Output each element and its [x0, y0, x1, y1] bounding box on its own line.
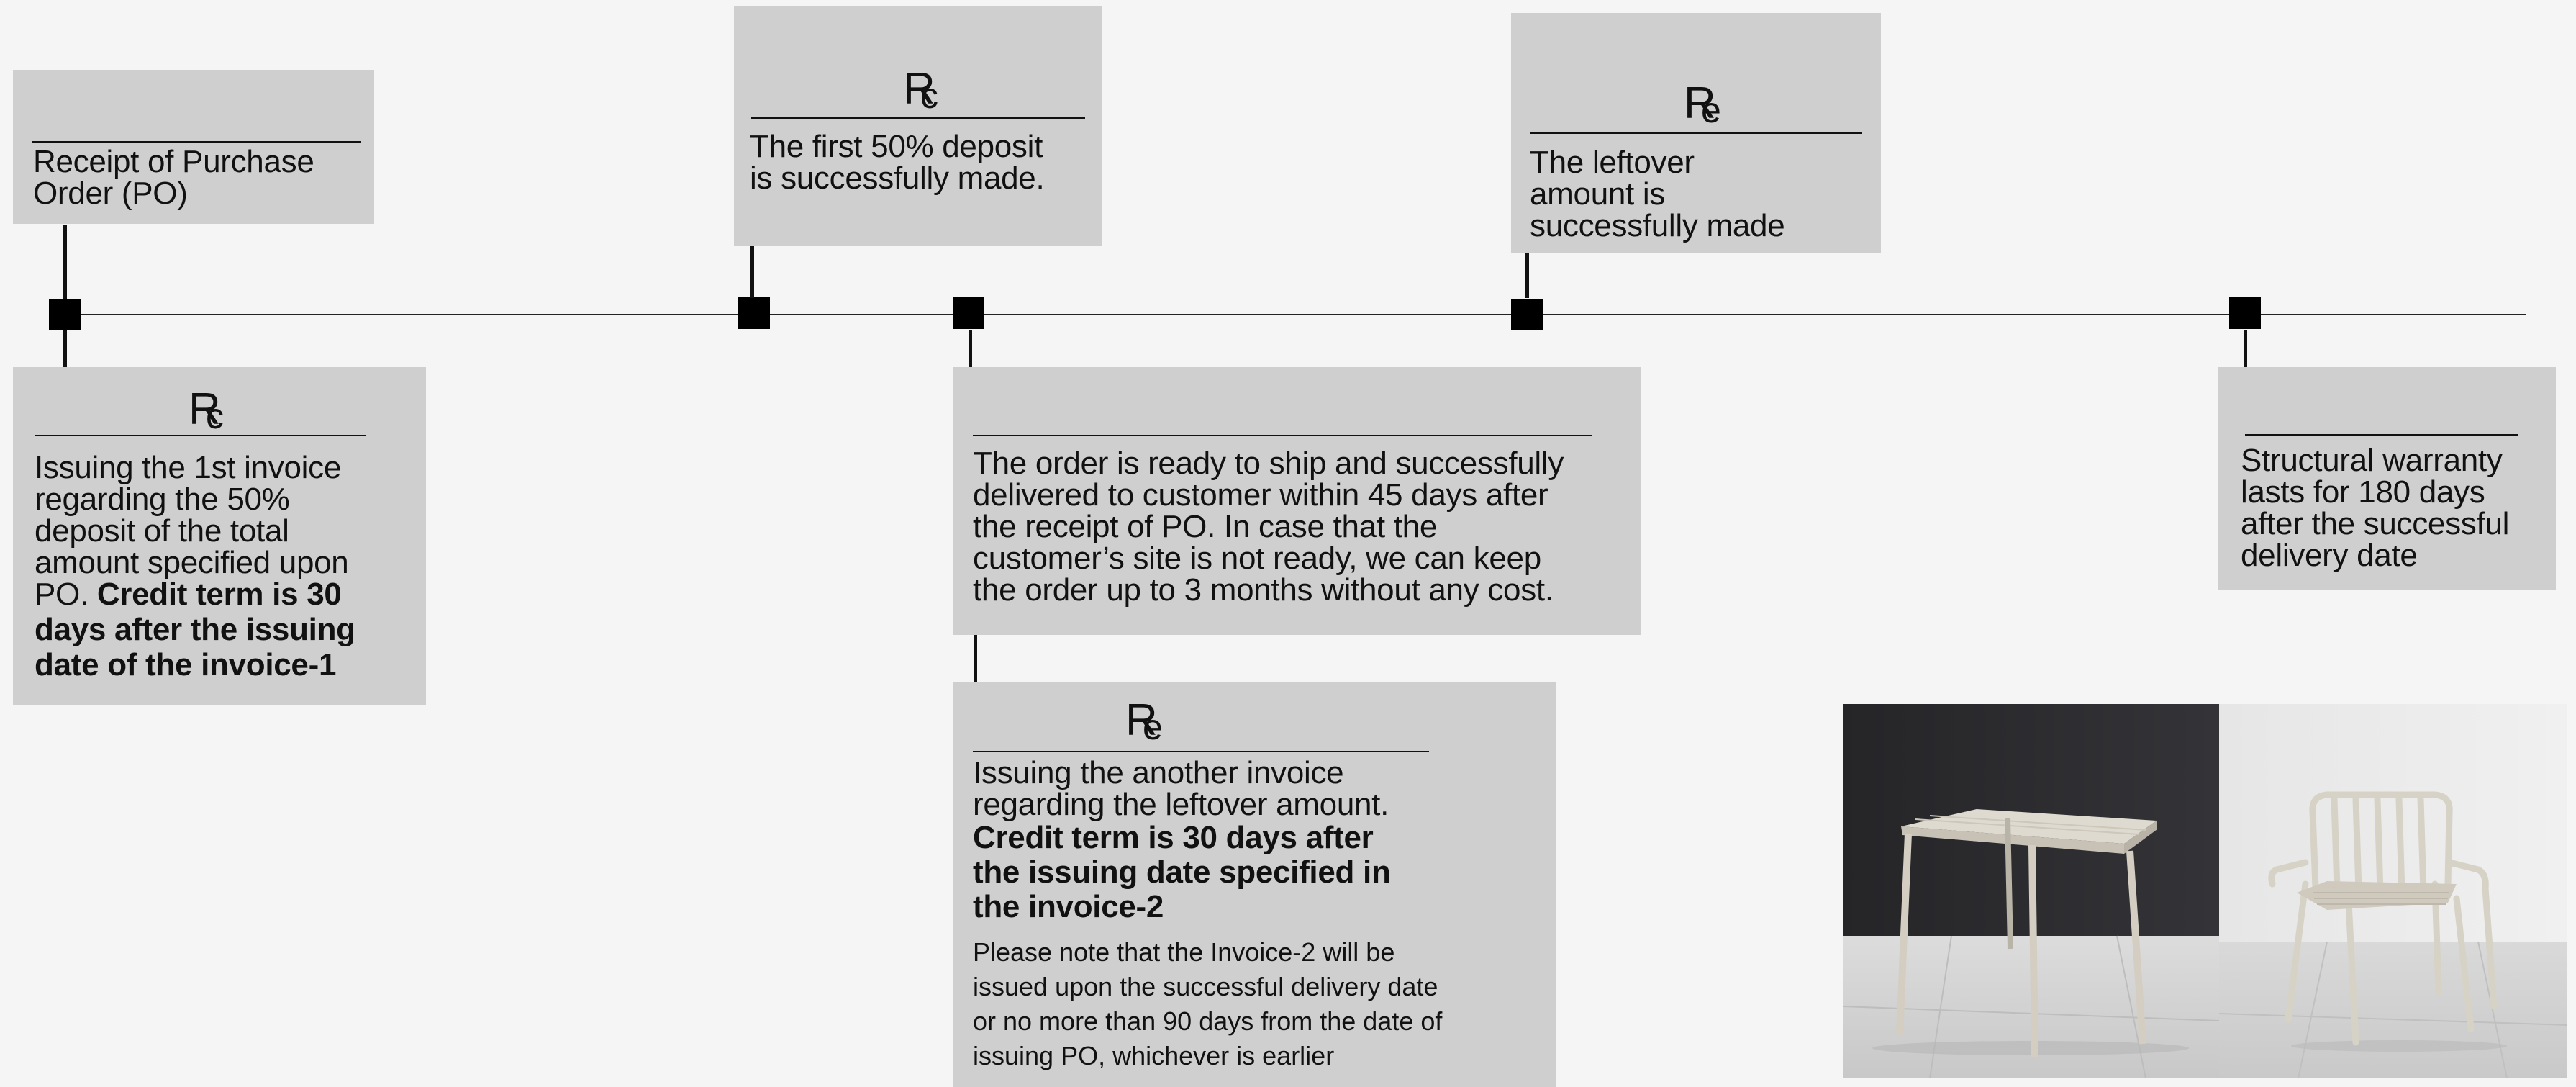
divider [35, 435, 366, 436]
table-photo [1843, 704, 2219, 1078]
timeline-marker-po [49, 299, 81, 330]
delivery-line-4: customer’s site is not ready, we can kee… [973, 541, 1541, 576]
svg-text:R: R [189, 384, 221, 431]
divider [973, 435, 1592, 436]
warranty-line-1: Structural warranty [2241, 443, 2503, 478]
invoice-2-note-line-4: issuing PO, whichever is earlier [973, 1041, 1335, 1070]
connector-delivery [969, 330, 972, 367]
divider [973, 751, 1429, 752]
connector-leftover [1525, 253, 1529, 298]
warranty-line-2: lasts for 180 days [2241, 474, 2485, 510]
timeline-marker-delivery [953, 297, 984, 329]
invoice-2-bold-line-3: the invoice-2 [973, 889, 1164, 924]
invoice-1-line-4: amount specified upon [35, 545, 349, 580]
timeline-marker-deposit [738, 297, 770, 329]
svg-text:R: R [903, 64, 935, 111]
invoice-1-line-1: Issuing the 1st invoice [35, 450, 342, 485]
po-receipt-line-2: Order (PO) [33, 176, 188, 211]
company-logo-icon: R e [1684, 78, 1730, 130]
invoice-2-line-2: regarding the leftover amount. [973, 787, 1389, 822]
connector-invoice2 [974, 635, 977, 682]
divider [32, 141, 361, 143]
invoice-2-line-1: Issuing the another invoice [973, 755, 1344, 790]
svg-text:R: R [1125, 695, 1158, 742]
timeline-axis [50, 314, 2526, 315]
svg-text:e: e [1701, 90, 1721, 125]
connector-warranty [2244, 330, 2247, 367]
timeline-marker-warranty [2229, 297, 2261, 329]
po-receipt-line-1: Receipt of Purchase [33, 144, 314, 179]
leftover-line-3: successfully made [1530, 208, 1785, 243]
invoice-1-bold-line-2: date of the invoice-1 [35, 647, 337, 682]
company-logo-icon: R c [189, 384, 235, 436]
delivery-line-1: The order is ready to ship and successfu… [973, 446, 1564, 481]
company-logo-icon: R c [903, 63, 949, 116]
warranty-box [2218, 367, 2556, 590]
delivery-line-5: the order up to 3 months without any cos… [973, 572, 1554, 608]
invoice-1-line-2: regarding the 50% [35, 482, 290, 517]
divider [2245, 434, 2518, 436]
invoice-1-line-5-regular: PO. [35, 577, 97, 612]
leftover-line-1: The leftover [1530, 145, 1695, 180]
leftover-line-2: amount is [1530, 176, 1666, 212]
invoice-2-box [953, 682, 1556, 1087]
deposit-line-2: is successfully made. [750, 161, 1045, 196]
invoice-1-bold-line-1: days after the issuing [35, 612, 355, 647]
po-receipt-box [13, 70, 374, 224]
invoice-1-credit-term: Credit term is 30 [96, 577, 342, 612]
connector-po-top [63, 225, 67, 299]
invoice-2-note-line-3: or no more than 90 days from the date of [973, 1006, 1443, 1036]
svg-text:R: R [1684, 78, 1716, 125]
invoice-2-note-line-1: Please note that the Invoice-2 will be [973, 937, 1395, 967]
invoice-2-note-line-2: issued upon the successful delivery date [973, 972, 1438, 1001]
invoice-1-line-5: PO. Credit term is 30 [35, 579, 342, 610]
divider [1530, 132, 1862, 134]
delivery-line-2: delivered to customer within 45 days aft… [973, 477, 1548, 513]
invoice-2-bold-line-2: the issuing date specified in [973, 854, 1391, 890]
connector-deposit [750, 246, 754, 298]
invoice-1-box [13, 367, 426, 705]
divider [751, 117, 1085, 119]
warranty-line-3: after the successful [2241, 506, 2510, 541]
svg-text:c: c [920, 76, 938, 111]
delivery-line-3: the receipt of PO. In case that the [973, 509, 1437, 544]
deposit-box [734, 6, 1102, 246]
timeline-marker-leftover [1511, 299, 1543, 330]
warranty-line-4: delivery date [2241, 538, 2418, 573]
chair-photo [2219, 704, 2567, 1078]
invoice-2-bold-line-1: Credit term is 30 days after [973, 820, 1374, 855]
company-logo-icon: R e [1125, 695, 1171, 747]
invoice-1-line-3: deposit of the total [35, 513, 289, 549]
svg-text:e: e [1143, 707, 1163, 742]
delivery-box [953, 367, 1641, 635]
svg-text:c: c [206, 396, 224, 431]
connector-po-bottom [63, 330, 67, 367]
deposit-line-1: The first 50% deposit [750, 129, 1043, 164]
